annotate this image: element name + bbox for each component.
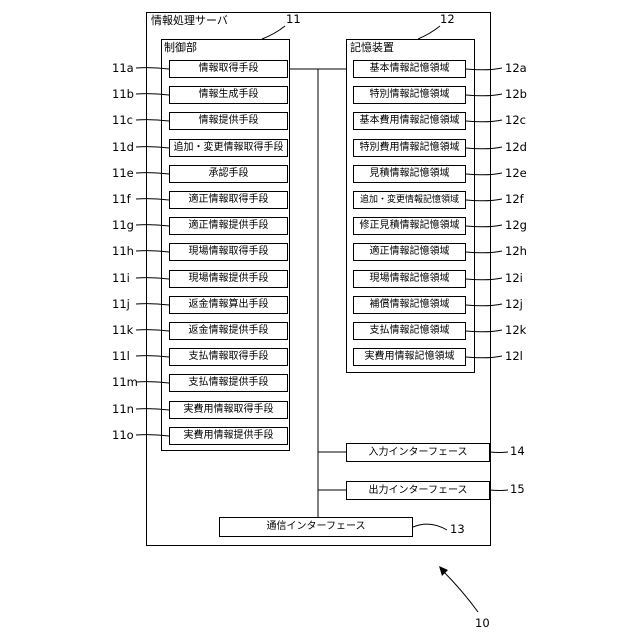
storage-item-12g: 修正見積情報記憶領域 [353, 217, 466, 235]
control-item-11d: 追加・変更情報取得手段 [169, 139, 288, 157]
control-unit-ref: 11 [286, 14, 301, 26]
storage-item-ref-12f: 12f [505, 194, 524, 206]
control-item-11f: 適正情報取得手段 [169, 191, 288, 209]
input-interface: 入力インターフェース [346, 443, 490, 462]
control-item-ref-11f: 11f [112, 194, 131, 206]
storage-item-ref-12j: 12j [505, 299, 523, 311]
storage-item-ref-12k: 12k [505, 325, 526, 337]
storage-item-ref-12i: 12i [505, 273, 523, 285]
output-interface-ref: 15 [510, 484, 525, 496]
storage-item-12b: 特別情報記憶領域 [353, 86, 466, 104]
control-item-11j: 返金情報算出手段 [169, 296, 288, 314]
control-item-ref-11n: 11n [112, 404, 134, 416]
control-item-ref-11b: 11b [112, 89, 134, 101]
control-item-11n: 実費用情報取得手段 [169, 401, 288, 419]
control-item-ref-11i: 11i [112, 273, 130, 285]
figure-ref: 10 [475, 618, 490, 630]
control-item-ref-11d: 11d [112, 142, 134, 154]
control-item-ref-11e: 11e [112, 168, 134, 180]
storage-item-ref-12e: 12e [505, 168, 527, 180]
leader-10 [442, 570, 478, 612]
control-item-ref-11h: 11h [112, 246, 134, 258]
storage-item-12h: 適正情報記憶領域 [353, 243, 466, 261]
storage-item-ref-12g: 12g [505, 220, 527, 232]
server-title: 情報処理サーバ [151, 15, 228, 26]
storage-item-ref-12b: 12b [505, 89, 527, 101]
storage-item-12l: 実費用情報記憶領域 [353, 348, 466, 366]
control-item-ref-11c: 11c [112, 115, 133, 127]
control-item-11m: 支払情報提供手段 [169, 374, 288, 392]
input-interface-ref: 14 [510, 446, 525, 458]
arrow-head-10 [439, 566, 448, 576]
storage-item-ref-12l: 12l [505, 351, 523, 363]
storage-item-ref-12a: 12a [505, 63, 527, 75]
storage-device-title: 記憶装置 [350, 42, 394, 53]
control-item-11e: 承認手段 [169, 165, 288, 183]
storage-item-12j: 補償情報記憶領域 [353, 296, 466, 314]
control-item-11h: 現場情報取得手段 [169, 243, 288, 261]
leader-14 [490, 452, 508, 453]
storage-item-12d: 特別費用情報記憶領域 [353, 139, 466, 157]
control-item-11l: 支払情報取得手段 [169, 348, 288, 366]
control-item-ref-11m: 11m [112, 377, 138, 389]
control-item-11i: 現場情報提供手段 [169, 270, 288, 288]
control-item-ref-11a: 11a [112, 63, 134, 75]
storage-item-12i: 現場情報記憶領域 [353, 270, 466, 288]
control-item-11g: 適正情報提供手段 [169, 217, 288, 235]
storage-device-ref: 12 [440, 14, 455, 26]
storage-item-12k: 支払情報記憶領域 [353, 322, 466, 340]
control-unit-title: 制御部 [164, 42, 197, 53]
control-item-11b: 情報生成手段 [169, 86, 288, 104]
control-item-11a: 情報取得手段 [169, 60, 288, 78]
storage-item-12e: 見積情報記憶領域 [353, 165, 466, 183]
control-item-ref-11l: 11l [112, 351, 130, 363]
storage-item-ref-12d: 12d [505, 142, 527, 154]
output-interface: 出力インターフェース [346, 481, 490, 500]
control-item-ref-11k: 11k [112, 325, 133, 337]
control-item-ref-11g: 11g [112, 220, 134, 232]
communication-interface: 通信インターフェース [219, 517, 413, 537]
control-item-11c: 情報提供手段 [169, 112, 288, 130]
control-item-11o: 実費用情報提供手段 [169, 427, 288, 445]
storage-item-12c: 基本費用情報記憶領域 [353, 112, 466, 130]
control-item-ref-11j: 11j [112, 299, 130, 311]
control-item-11k: 返金情報提供手段 [169, 322, 288, 340]
storage-item-ref-12c: 12c [505, 115, 526, 127]
storage-item-12a: 基本情報記憶領域 [353, 60, 466, 78]
storage-item-12f: 追加・変更情報記憶領域 [353, 191, 466, 209]
leader-15 [490, 490, 508, 491]
communication-interface-ref: 13 [450, 524, 465, 536]
storage-item-ref-12h: 12h [505, 246, 527, 258]
control-item-ref-11o: 11o [112, 430, 134, 442]
